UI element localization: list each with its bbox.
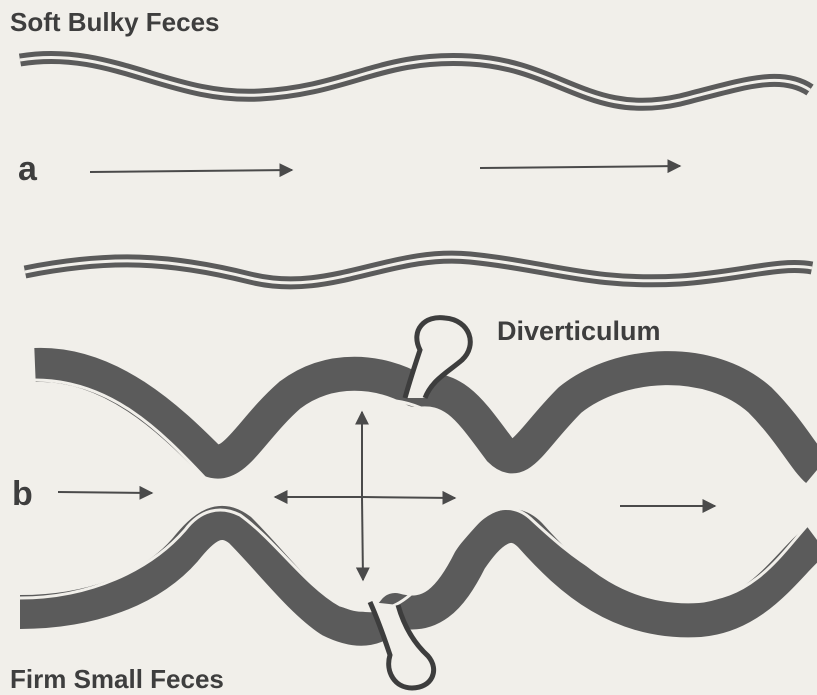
label-diverticulum: Diverticulum [497, 316, 661, 346]
label-soft-bulky-feces: Soft Bulky Feces [10, 7, 220, 37]
four-way-arrow-icon [275, 412, 455, 580]
panel-a-bottom-wall-lumen-line [25, 257, 812, 283]
panel-a-flow-arrows [90, 166, 680, 172]
label-firm-small-feces: Firm Small Feces [10, 664, 224, 694]
panel-b-lower-wall [20, 523, 817, 629]
arrow-right-icon [90, 170, 292, 172]
panel-a-colon [20, 57, 812, 283]
arrow-right-icon [480, 166, 680, 168]
label-panel-a: a [18, 150, 38, 188]
label-panel-b: b [12, 475, 33, 513]
arrow-right-icon [58, 492, 152, 493]
